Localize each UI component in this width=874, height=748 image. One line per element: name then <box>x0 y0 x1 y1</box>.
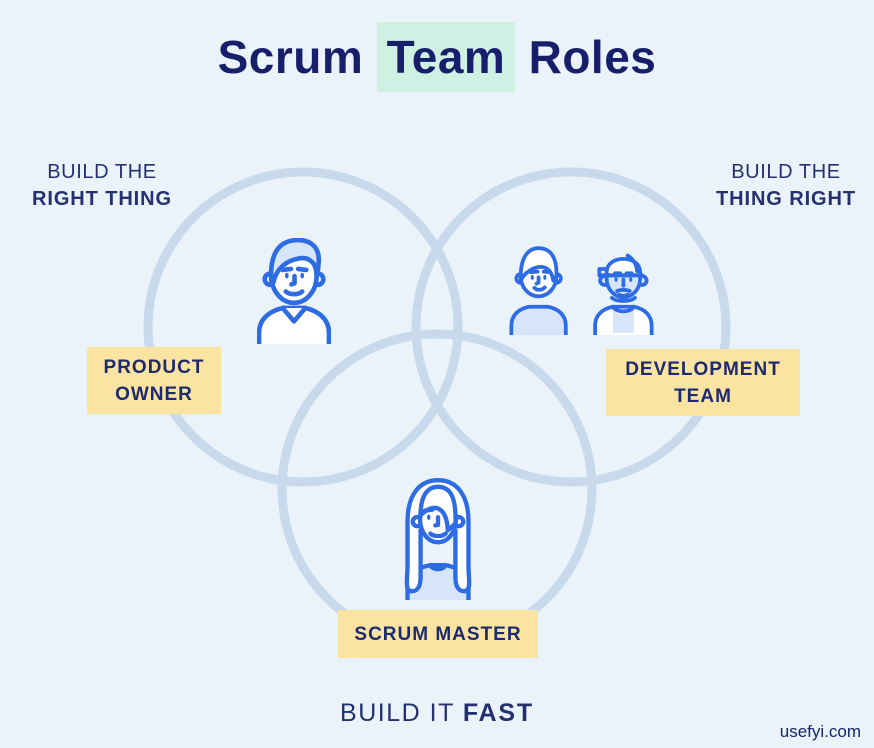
venn-circle-development-team <box>411 167 731 487</box>
annotation-build-it-fast: BUILD IT FAST <box>0 699 874 728</box>
annotation-emphasis: FAST <box>462 699 534 727</box>
annotation-line-bold: THING RIGHT <box>716 188 856 210</box>
title-post: Roles <box>515 31 657 83</box>
title-highlight: Team <box>376 22 516 92</box>
man-avatar-icon <box>257 238 331 344</box>
venn-circle-product-owner <box>143 167 463 487</box>
page-title: Scrum Team Roles <box>0 22 874 92</box>
woman-avatar-icon <box>404 478 472 600</box>
watermark-usefyi: usefyi.com <box>779 722 861 741</box>
title-pre: Scrum <box>217 31 377 83</box>
annotation-line: BUILD THE <box>731 161 841 183</box>
annotation-build-the-right-thing: BUILD THE RIGHT THING <box>16 159 188 213</box>
annotation-line: BUILD THE <box>47 161 157 183</box>
annotation-line-bold: RIGHT THING <box>32 188 172 210</box>
label-product-owner: PRODUCT OWNER <box>87 347 221 414</box>
label-development-team: DEVELOPMENT TEAM <box>606 349 800 416</box>
annotation-prefix: BUILD IT <box>340 699 463 727</box>
label-scrum-master: SCRUM MASTER <box>338 610 538 658</box>
annotation-build-the-thing-right: BUILD THE THING RIGHT <box>700 159 872 213</box>
two-developers-icon <box>509 246 654 335</box>
